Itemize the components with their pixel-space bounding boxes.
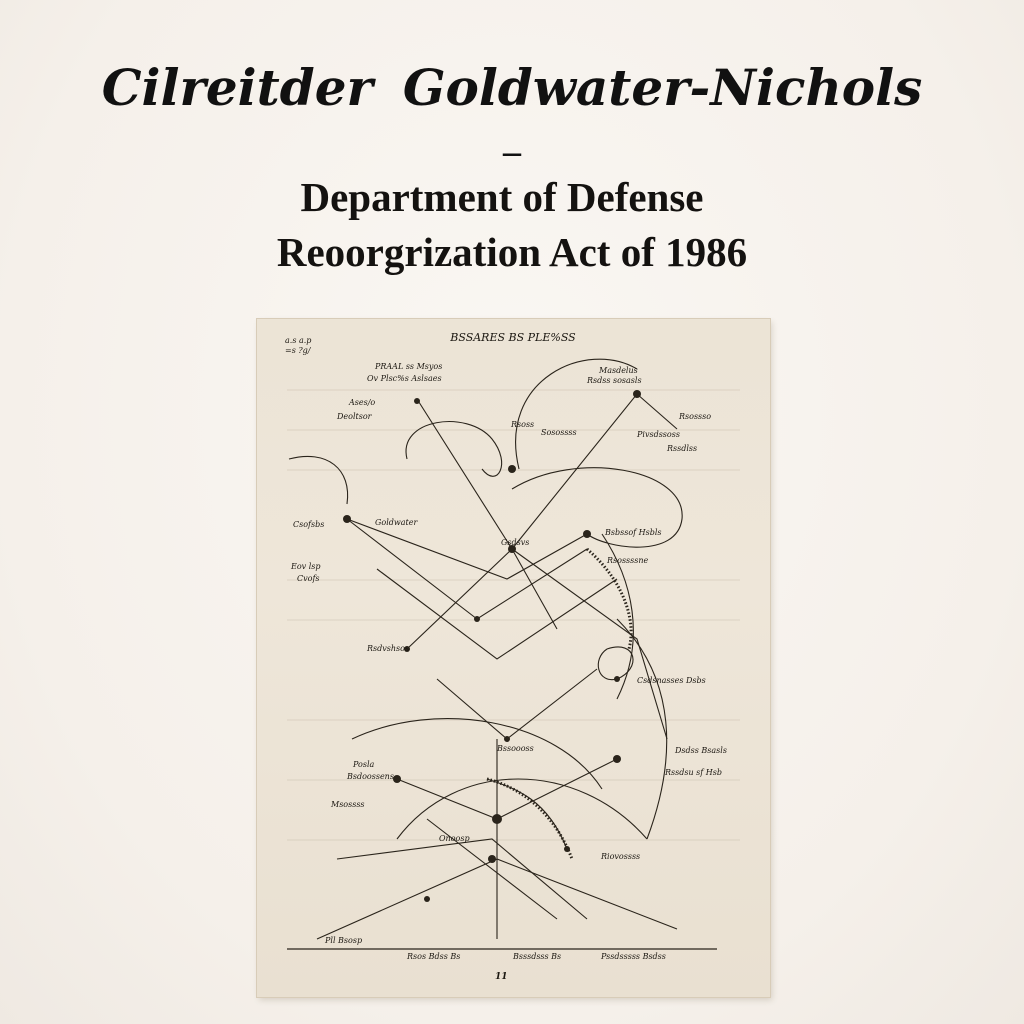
subtitle-line-2: Reoorgrization Act of 1986	[276, 229, 748, 275]
diagram-label: Bsdoossens	[346, 772, 394, 781]
page-title: Cilreitder Goldwater-Nichols	[0, 58, 1024, 117]
diagram-node	[504, 736, 510, 742]
diagram-node	[583, 530, 591, 538]
diagram-label: Bssoooss	[496, 744, 534, 753]
diagram-node	[488, 855, 496, 863]
diagram-label: Rsossso	[678, 412, 711, 421]
diagram-line	[511, 548, 668, 740]
diagram-line	[346, 518, 588, 580]
footer-label: Pssdsssss Bsdss	[600, 952, 666, 961]
diagram-label: Cvofs	[297, 574, 320, 583]
diagram-arc	[601, 533, 634, 700]
corner-note: =s ?g/	[285, 346, 312, 355]
diagram-line	[636, 393, 678, 430]
diagram-node	[404, 646, 410, 652]
diagram-arc	[351, 718, 603, 790]
diagram-node	[492, 814, 502, 824]
footer-label: Rsos Bdss Bs	[406, 952, 460, 961]
diagram-label: Ov Plsc%s Aslsaes	[367, 374, 442, 383]
diagram-label: Onoosp	[439, 834, 470, 843]
diagram-line	[376, 568, 618, 660]
diagram-label: Sosossss	[541, 428, 577, 437]
document-heading: BSSARES BS PLE%SS	[449, 331, 576, 344]
diagram-line	[346, 518, 588, 620]
faded-text-line	[287, 579, 740, 581]
faded-text-line	[287, 429, 740, 431]
diagram-label: Dsdss Bsasls	[674, 746, 727, 755]
diagram-label: Rsoss	[510, 420, 534, 429]
diagram-label: Deoltsor	[336, 412, 373, 421]
title-dash: –	[503, 131, 521, 171]
diagram-label: Riovossss	[600, 852, 640, 861]
diagram-node	[508, 465, 516, 473]
corner-note: a.s a.p	[285, 336, 311, 345]
diagram-label: Rsdss sosasls	[586, 376, 642, 385]
diagram-arc	[511, 467, 683, 548]
faded-text-line	[287, 839, 740, 841]
diagram-node	[633, 390, 641, 398]
faded-text-line	[287, 619, 740, 621]
diagram-label: Rsossssne	[606, 556, 649, 565]
diagram-node	[613, 755, 621, 763]
diagram-label: Ases/o	[348, 398, 375, 407]
diagram-label: Gsdsvs	[501, 538, 529, 547]
diagram-label: Msossss	[330, 800, 365, 809]
subtitle-line-1: Department of Defense	[300, 174, 704, 220]
diagram-label: Rssdsu sf Hsb	[664, 768, 722, 777]
footer-label: Bsssdsss Bs	[512, 952, 561, 961]
diagram-label: Csdsnasses Dsbs	[637, 676, 706, 685]
diagram-node	[343, 515, 351, 523]
diagram-arc	[396, 778, 648, 840]
diagram-node	[508, 545, 516, 553]
diagram-line	[396, 758, 618, 820]
diagram-loop	[597, 646, 634, 681]
title-word-1: Cilreitder	[101, 58, 373, 117]
diagram-node	[564, 846, 570, 852]
faded-text-line	[287, 719, 740, 721]
diagram-label: Posla	[352, 760, 375, 769]
diagram-label: Pll Bsosp	[324, 936, 362, 945]
org-diagram: BSSARES BS PLE%SS a.s a.p =s ?g/ PRAAL s…	[285, 331, 727, 982]
diagram-node	[614, 676, 620, 682]
diagram-line	[416, 393, 638, 550]
diagram-label: Masdelus	[598, 366, 638, 375]
diagram-label: Rssdlss	[666, 444, 697, 453]
diagram-node	[424, 896, 430, 902]
diagram-arc	[405, 421, 503, 477]
faded-text-line	[287, 389, 740, 391]
diagram-hatched-arc	[586, 547, 633, 650]
diagram-label: Goldwater	[375, 518, 418, 527]
diagram-label: Bsbssof Hsbls	[604, 528, 662, 537]
diagram-arc	[616, 618, 668, 840]
title-word-2: Goldwater-Nichols	[402, 58, 923, 117]
diagram-arc	[288, 455, 349, 505]
diagram-node	[414, 398, 420, 404]
document-image: BSSARES BS PLE%SS a.s a.p =s ?g/ PRAAL s…	[257, 319, 770, 997]
diagram-arc	[515, 358, 638, 470]
diagram-node	[474, 616, 480, 622]
diagram-hatched-arc	[486, 777, 574, 860]
faded-text-line	[287, 779, 740, 781]
diagram-line	[336, 838, 588, 920]
diagram-label: Rsdvshsos	[366, 644, 409, 653]
diagram-label: Csofsbs	[293, 520, 324, 529]
diagram-line	[426, 818, 558, 920]
diagram-label: Eov lsp	[290, 562, 321, 571]
diagram-label: Pivsdssoss	[636, 430, 680, 439]
diagram-label: PRAAL ss Msyos	[374, 362, 442, 371]
page-number: 11	[495, 972, 508, 982]
diagram-node	[393, 775, 401, 783]
